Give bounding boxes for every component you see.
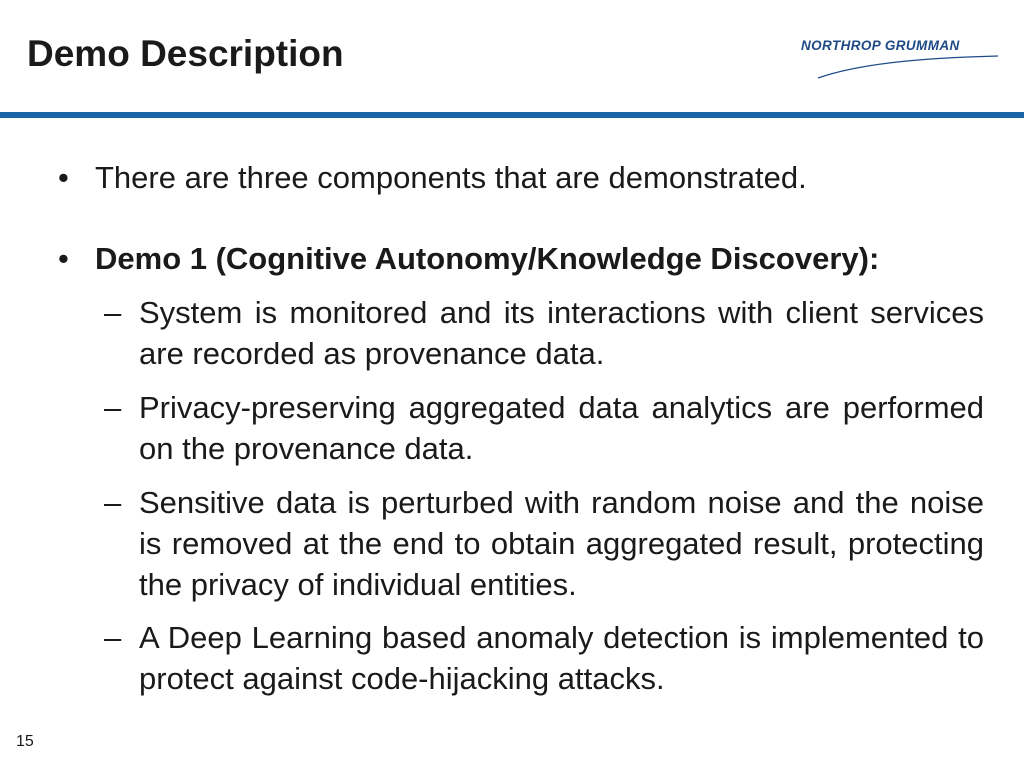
bullet-marker: •	[58, 160, 69, 195]
sub-bullet-text: Privacy-preserving aggregated data analy…	[139, 390, 984, 466]
sub-bullet-text: System is monitored and its interactions…	[139, 295, 984, 371]
bullet-text: There are three components that are demo…	[95, 160, 807, 195]
sub-bullet-marker: –	[104, 620, 122, 655]
page-title: Demo Description	[27, 33, 344, 74]
logo-swoosh-icon	[817, 55, 999, 79]
sub-bullet-marker: –	[104, 485, 122, 520]
bullet-marker: •	[58, 241, 69, 276]
northrop-grumman-logo: NORTHROP GRUMMAN	[798, 30, 1004, 82]
page-number: 15	[16, 733, 34, 750]
sub-bullet-marker: –	[104, 390, 122, 425]
bullet-heading: Demo 1 (Cognitive Autonomy/Knowledge Dis…	[95, 241, 880, 276]
sub-bullet-text: Sensitive data is perturbed with random …	[139, 485, 984, 602]
sub-bullet-text: A Deep Learning based anomaly detection …	[139, 620, 984, 696]
logo-wordmark: NORTHROP GRUMMAN	[801, 38, 960, 53]
sub-bullet-marker: –	[104, 295, 122, 330]
title-divider	[0, 112, 1024, 118]
